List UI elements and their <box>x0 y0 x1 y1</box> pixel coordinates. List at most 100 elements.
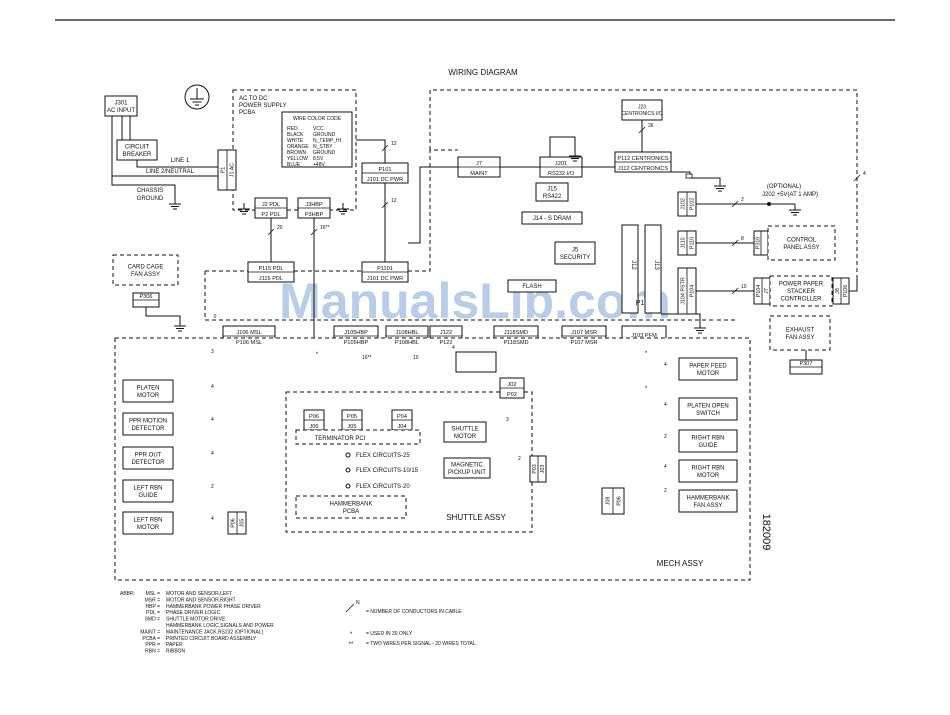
p306-connector-top: P306 <box>139 294 152 300</box>
exhaust-fan-assy <box>769 315 831 351</box>
legend-text: = USED IN 20 ONLY <box>366 631 413 637</box>
j23-centronics-block-label: CENTRONICS I/O <box>621 111 662 117</box>
p1-j1-connector-right: J1 AC <box>230 163 236 177</box>
p03-j03-connector-left: P03 <box>532 464 538 474</box>
p04-j04-connector-bottom: J04 <box>397 424 406 430</box>
wire-color-code-box <box>281 111 353 168</box>
ppr-motion-detector <box>122 412 174 436</box>
flash-block-label: FLASH <box>522 284 541 290</box>
p101-connector-top: P101 <box>378 167 391 173</box>
p1101-connector-bottom: J101 DC PWR <box>367 276 403 282</box>
shuttle-motor-label: SHUTTLE <box>451 426 478 432</box>
abbr-key: RBN = <box>145 649 160 655</box>
ground-symbol-icon <box>694 322 706 334</box>
j08-p06-connector-left: J08 <box>606 497 612 506</box>
wcc-heading: WIRE COLOR CODE <box>293 116 342 122</box>
wcc-signal: N_TEMP_HI <box>313 138 341 144</box>
j5-security-block <box>554 241 596 265</box>
j23-centronics-block-label: J23 <box>638 105 646 111</box>
shuttle-motor <box>443 421 487 443</box>
j15-rs422-block-label: RS422 <box>543 194 562 200</box>
j2-p2-pdl-connector-top: J2 PDL <box>262 202 280 208</box>
j12-slot <box>621 224 639 314</box>
conductor-tick <box>731 200 739 208</box>
abbr-value: MAINTENANCE JACK,RS232 (OPTIONAL) <box>166 629 264 635</box>
hammerbank-fan-assy-label: HAMMERBANK <box>686 495 729 501</box>
right-rbn-motor-label: RIGHT RBN <box>692 465 725 471</box>
abbr-value: HAMMERBANK LOGIC,SIGNALS AND POWER <box>166 623 274 629</box>
conductor-tick <box>310 228 318 236</box>
magnetic-pickup-unit-label: PICKUP UNIT <box>448 470 486 476</box>
j13-slot <box>644 224 662 314</box>
test-point <box>767 202 771 206</box>
paper-feed-motor-label: MOTOR <box>697 371 720 377</box>
exhaust-fan-assy-label: FAN ASSY <box>785 335 814 341</box>
wire <box>429 89 858 278</box>
j02-p02-connector-top: J02 <box>507 382 516 388</box>
wire <box>408 166 458 244</box>
conductor-count: 16** <box>320 225 330 231</box>
left-rbn-motor-label: LEFT RBN <box>134 517 163 523</box>
conductor-count: 12 <box>391 141 397 147</box>
right-rbn-motor-label: MOTOR <box>697 473 720 479</box>
conductor-count: 3 <box>211 349 214 355</box>
watermark: ManualsLib.com <box>279 273 671 329</box>
conductor-tick <box>638 126 646 134</box>
abbr-heading: ABBR: <box>120 591 135 597</box>
conductor-count: 8 <box>741 236 744 242</box>
wcc-signal: 8.5V <box>313 156 324 162</box>
conductor-count: 36 <box>648 123 654 129</box>
p06-j05-connector-left: P06 <box>231 518 237 528</box>
abbr-key: MSR = <box>145 597 161 603</box>
flex-circuit-label: FLEX CIRCUITS-10/15 <box>356 468 419 474</box>
conductor-tick <box>731 239 739 247</box>
p1-label: P1 <box>636 300 645 307</box>
wcc-color: BROWN <box>287 150 307 156</box>
wire <box>671 171 721 180</box>
j02-p02-connector-bottom: P02 <box>507 392 517 398</box>
abbr-key: HBP = <box>146 604 161 610</box>
hammerbank-fan-assy-label: FAN ASSY <box>693 503 722 509</box>
p05-j05-connector-top: P05 <box>347 414 357 420</box>
star-mark: * <box>316 352 319 358</box>
j8-p106-connector-right: P106 <box>843 285 849 298</box>
wcc-color: ORANGE <box>287 144 309 150</box>
p115-pdl-connector-bottom: J115 PDL <box>259 276 283 282</box>
abbr-value: SHUTTLE MOTOR DRIVE <box>166 617 226 623</box>
j118-smd-connector-top: J118SMD <box>504 330 528 336</box>
j118-smd-connector-bottom: P118SMD <box>503 340 528 346</box>
right-rbn-guide-label: GUIDE <box>698 443 717 449</box>
wcc-color: WHITE <box>287 138 304 144</box>
ppr-out-detector-label: PPR OUT <box>135 452 162 458</box>
hammerbank-pcba <box>295 495 407 519</box>
paper-stacker-controller-label: STACKER <box>787 289 816 295</box>
wire <box>408 149 458 272</box>
ppr-out-detector-label: DETECTOR <box>132 460 166 466</box>
j08-p06-connector-right: P06 <box>617 496 623 506</box>
mech-assy-label: MECH ASSY <box>657 559 704 568</box>
wcc-color: RED <box>287 126 298 132</box>
j104-pstr-connector-left: J104 PSTR <box>681 277 687 305</box>
j12-label: J12 <box>630 260 636 270</box>
abbr-value: MOTOR AND SENSOR,RIGHT <box>166 597 236 603</box>
j5-security-block-label: SECURITY <box>560 255 590 261</box>
circuit-breaker-block-label: BREAKER <box>123 152 152 158</box>
p104-j7-connector-right: J7 <box>764 288 770 294</box>
j110-p110-connector-right: P110 <box>690 237 696 249</box>
left-rbn-guide-label: LEFT RBN <box>134 485 163 491</box>
j102-p102-connector-left: J102 <box>681 198 687 210</box>
conductor-count: 2 <box>741 197 744 203</box>
p1101-connector-top: P1101 <box>377 266 393 272</box>
control-panel-assy-label: PANEL ASSY <box>783 245 819 251</box>
conductor-count: 20 <box>277 225 283 231</box>
conductor-count: 10 <box>413 355 419 361</box>
j108-hbl-connector-top: J108HBL <box>395 330 418 336</box>
line1-label: LINE 1 <box>171 158 190 164</box>
chassis-label: CHASSIS <box>137 188 163 194</box>
wcc-color: BLACK <box>287 132 304 138</box>
diagram-title: WIRING DIAGRAM <box>448 68 518 77</box>
j15-rs422-block <box>535 182 569 202</box>
conductor-count: 4 <box>863 171 866 177</box>
left-rbn-guide-label: GUIDE <box>138 493 157 499</box>
star-mark: * <box>645 386 648 392</box>
